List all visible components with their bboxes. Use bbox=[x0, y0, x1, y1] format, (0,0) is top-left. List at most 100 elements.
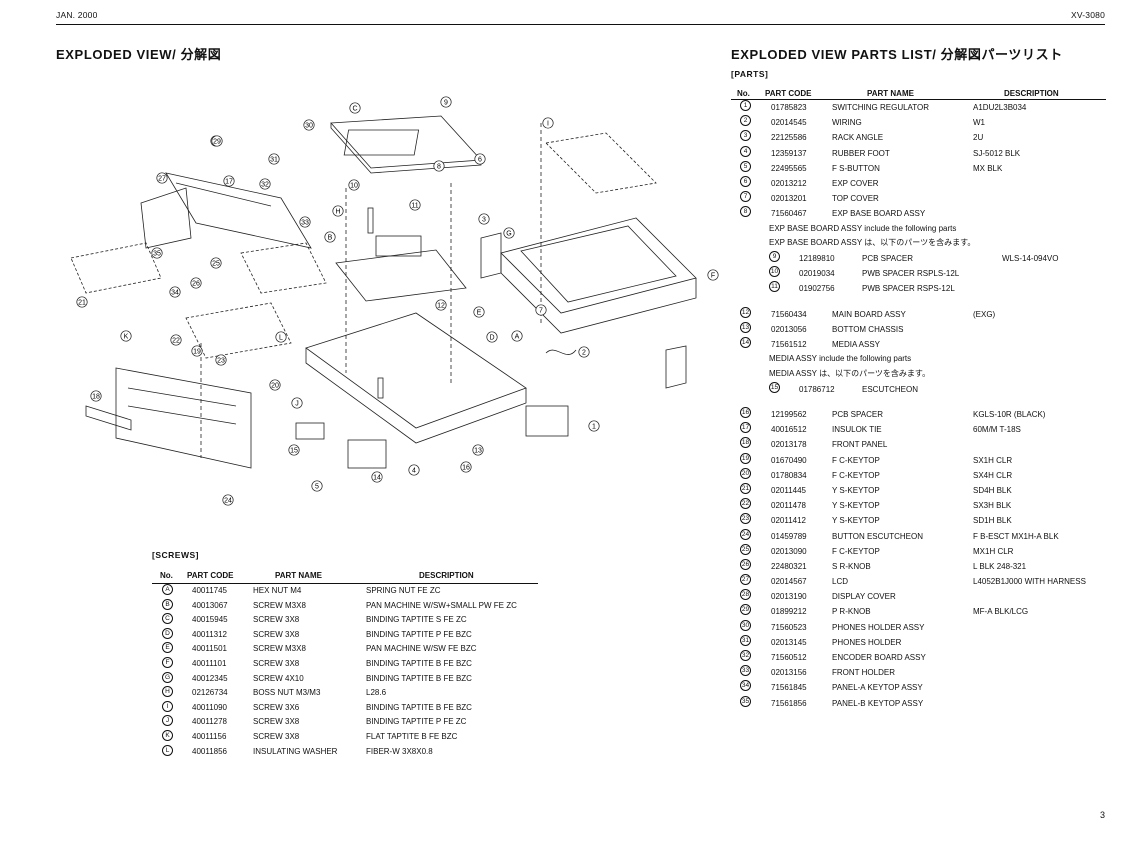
item-number-circle: 29 bbox=[740, 604, 751, 616]
parts-list-title: EXPLODED VIEW PARTS LIST/ 分解図パーツリスト bbox=[731, 47, 1063, 62]
callout-label: 6 bbox=[478, 156, 482, 163]
parts-name: F C-KEYTOP bbox=[832, 470, 880, 480]
callout-label: G bbox=[506, 230, 511, 237]
item-number-circle: D bbox=[162, 627, 173, 639]
callout-circle bbox=[588, 420, 600, 432]
parts-name: F S-BUTTON bbox=[832, 163, 880, 173]
callout-j: J bbox=[291, 397, 303, 409]
item-number-circle: 11 bbox=[769, 281, 780, 293]
screws-name: BOSS NUT M3/M3 bbox=[253, 688, 321, 698]
callout-label: 26 bbox=[192, 280, 200, 287]
callout-label: 8 bbox=[437, 163, 441, 170]
callout-label: E bbox=[477, 309, 482, 316]
callout-label: 34 bbox=[171, 289, 179, 296]
parts-table-header: No. PART CODE PART NAME DESCRIPTION bbox=[731, 87, 1106, 100]
callout-circle bbox=[409, 199, 421, 211]
callout-circle bbox=[332, 205, 344, 217]
screws-code: 40012345 bbox=[192, 673, 228, 683]
parts-note: MEDIA ASSY は、以下のパーツを含みます。 bbox=[769, 369, 931, 379]
item-number-circle: 19 bbox=[740, 452, 751, 464]
diagram-artwork bbox=[70, 115, 697, 469]
callout-label: 15 bbox=[290, 447, 298, 454]
callout-circle bbox=[275, 331, 287, 343]
callout-c: C bbox=[349, 102, 361, 114]
item-number-circle: A bbox=[162, 584, 173, 595]
item-number-circle: 30 bbox=[740, 619, 751, 631]
callout-i: I bbox=[542, 117, 554, 129]
parts-name: PHONES HOLDER ASSY bbox=[832, 622, 925, 632]
parts-col-no: No. bbox=[737, 89, 750, 98]
callout-circle bbox=[222, 494, 234, 506]
item-number-circle: 2 bbox=[740, 115, 751, 127]
parts-name: WIRING bbox=[832, 118, 862, 128]
callout-19: 19 bbox=[191, 345, 203, 357]
parts-code: 02013156 bbox=[771, 668, 807, 678]
callout-35: 35 bbox=[151, 247, 163, 259]
callout-label: 16 bbox=[462, 464, 470, 471]
callout-label: 12 bbox=[437, 302, 445, 309]
parts-desc: (EXG) bbox=[973, 309, 996, 319]
parts-code: 01785823 bbox=[771, 103, 807, 112]
parts-desc: 2U bbox=[973, 133, 984, 143]
callout-label: 5 bbox=[315, 483, 319, 490]
callout-12: 12 bbox=[435, 299, 447, 311]
item-number-circle: 9 bbox=[769, 251, 780, 263]
callout-23: 23 bbox=[215, 354, 227, 366]
callout-label: 14 bbox=[373, 474, 381, 481]
callout-9: 9 bbox=[440, 96, 452, 108]
item-number-circle: 32 bbox=[740, 650, 751, 661]
callout-29: 29 bbox=[211, 135, 223, 147]
screws-desc: PAN MACHINE W/SW FE BZC bbox=[366, 644, 477, 654]
callout-circle bbox=[210, 257, 222, 269]
callout-24: 24 bbox=[222, 494, 234, 506]
callout-circle bbox=[473, 306, 485, 318]
item-number-circle: 12 bbox=[740, 306, 751, 318]
screws-name: SCREW 3X8 bbox=[253, 629, 300, 639]
screws-name: SCREW 3X8 bbox=[253, 658, 300, 668]
parts-name: PWB SPACER RSPS-12L bbox=[862, 284, 955, 294]
screws-desc: BINDING TAPTITE B FE BZC bbox=[366, 673, 472, 683]
parts-code: 02011445 bbox=[771, 485, 806, 495]
parts-desc: L BLK 248-321 bbox=[973, 561, 1027, 571]
screws-desc: BINDING TAPTITE B FE BZC bbox=[366, 702, 472, 712]
screws-code: 40015945 bbox=[192, 615, 228, 625]
parts-note: EXP BASE BOARD ASSY include the followin… bbox=[769, 223, 957, 233]
callout-label: L bbox=[279, 334, 283, 341]
callout-circle bbox=[472, 444, 484, 456]
parts-col-name: PART NAME bbox=[867, 89, 914, 98]
parts-desc: SJ-5012 BLK bbox=[973, 148, 1021, 158]
callout-label: 7 bbox=[539, 307, 543, 314]
parts-code: 12199562 bbox=[771, 410, 807, 419]
parts-code: 02019034 bbox=[799, 269, 835, 279]
parts-name: PHONES HOLDER bbox=[832, 637, 902, 647]
screws-desc: BINDING TAPTITE B FE BZC bbox=[366, 658, 472, 668]
parts-code: 71560434 bbox=[771, 309, 807, 319]
callout-10: 10 bbox=[348, 179, 360, 191]
parts-desc: SX1H CLR bbox=[973, 455, 1013, 465]
item-number-circle: 33 bbox=[740, 665, 751, 677]
callout-circle bbox=[268, 153, 280, 165]
screws-name: INSULATING WASHER bbox=[253, 746, 338, 756]
callout-label: 4 bbox=[412, 467, 416, 474]
callout-27: 27 bbox=[156, 172, 168, 184]
callout-8: 8 bbox=[433, 160, 445, 172]
parts-code: 01780834 bbox=[771, 470, 807, 480]
screws-desc: PAN MACHINE W/SW+SMALL PW FE ZC bbox=[366, 600, 517, 610]
item-number-circle: 22 bbox=[740, 498, 751, 510]
callout-label: 31 bbox=[270, 156, 278, 163]
callout-circle bbox=[578, 346, 590, 358]
screws-col-desc: DESCRIPTION bbox=[419, 571, 474, 580]
callout-h: H bbox=[332, 205, 344, 217]
